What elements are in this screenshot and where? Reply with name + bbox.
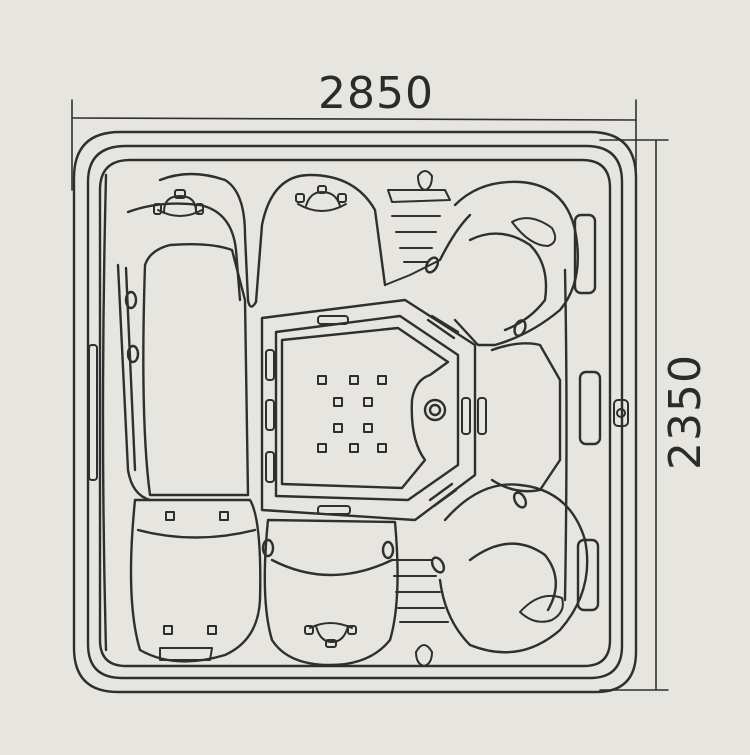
jet-right-top-1 xyxy=(424,256,440,274)
lower-left-footrest xyxy=(159,647,213,661)
height-dimension-label: 2350 xyxy=(659,354,711,470)
right-pillow-mid xyxy=(578,370,602,446)
spa-inner-rim xyxy=(86,144,624,680)
lower-left-seat xyxy=(129,498,262,663)
bottom-step-light xyxy=(415,644,433,667)
right-pillow-top xyxy=(573,213,597,295)
left-side-panel xyxy=(101,173,108,652)
jet-left-1 xyxy=(124,290,138,310)
lounger-inner xyxy=(126,202,242,302)
right-top-pillow xyxy=(511,217,557,247)
right-bottom-corner-seat-inner xyxy=(468,542,557,612)
drain-left-1 xyxy=(165,511,175,521)
jet-bottom-mid-2 xyxy=(381,540,395,560)
right-side-contour xyxy=(563,268,568,602)
bumper-left-3 xyxy=(265,451,275,483)
top-steps xyxy=(384,189,451,286)
jet-right-bottom-1 xyxy=(512,491,528,509)
headrest-icon-top-middle xyxy=(295,185,347,212)
right-bench xyxy=(490,342,562,493)
right-bottom-corner-seat xyxy=(438,483,589,654)
spa-outer-shell xyxy=(72,130,638,694)
drain-left-2 xyxy=(219,511,229,521)
lounger-body-left xyxy=(142,242,250,497)
central-drain-inner xyxy=(428,403,442,417)
bumper-left-2 xyxy=(265,399,275,431)
jet-bottom-mid-1 xyxy=(261,538,275,558)
bumper-diag-top-line xyxy=(426,314,460,340)
drain-left-4 xyxy=(207,625,217,635)
right-bottom-pillow xyxy=(519,594,564,623)
right-top-armrest xyxy=(438,213,472,262)
bottom-middle-seat-curve xyxy=(270,558,394,577)
lounger-edge-left-2 xyxy=(124,266,137,472)
bumper-top xyxy=(317,315,349,325)
central-footwell-recess xyxy=(280,326,450,490)
jet-right-top-2 xyxy=(513,319,527,337)
bumper-right-2 xyxy=(477,397,487,435)
footwell-jets xyxy=(317,375,387,453)
headrest-icon-bottom-middle xyxy=(304,622,357,648)
bumper-diag-bottom xyxy=(428,482,458,508)
bumper-left-1 xyxy=(265,349,275,381)
lounger-seat-top-left xyxy=(158,172,387,308)
control-panel xyxy=(613,399,629,427)
lounger-edge-left xyxy=(116,263,152,502)
bottom-middle-seat xyxy=(263,518,399,667)
lower-left-seat-curve xyxy=(136,528,257,539)
left-handrail xyxy=(88,344,98,481)
top-step-light xyxy=(417,170,433,191)
width-dimension-label: 2850 xyxy=(318,68,434,119)
right-top-corner-seat xyxy=(453,180,580,347)
central-footwell-inner xyxy=(274,314,460,502)
jet-right-bottom-2 xyxy=(430,556,446,574)
bottom-steps xyxy=(391,559,449,623)
headrest-icon-top-left xyxy=(153,189,204,217)
control-knob xyxy=(616,408,626,418)
bumper-bottom xyxy=(317,505,351,515)
right-top-corner-seat-inner xyxy=(468,232,548,332)
central-footwell-outer xyxy=(260,298,477,522)
bumper-right xyxy=(461,397,471,435)
spa-lip-line xyxy=(98,158,612,668)
central-drain xyxy=(423,398,447,422)
jet-left-2 xyxy=(126,344,140,364)
right-pillow-bottom xyxy=(576,538,600,612)
drain-left-3 xyxy=(163,625,173,635)
